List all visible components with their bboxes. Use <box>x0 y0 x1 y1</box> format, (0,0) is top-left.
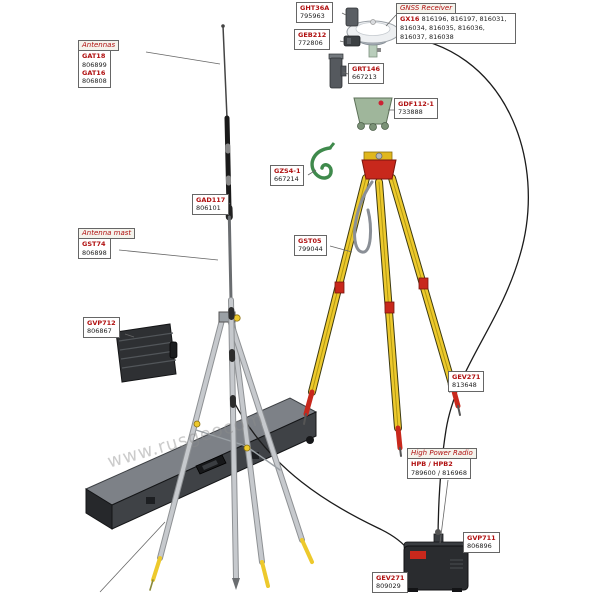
part-name: GZS4-1 <box>274 167 301 175</box>
part-number: 795963 <box>300 12 325 21</box>
center-tripod-drawing <box>149 311 314 591</box>
label-geb212-body: GEB212 772806 <box>294 29 331 50</box>
label-gev271-b-body: GEV271 809029 <box>372 572 409 593</box>
holder-drawing <box>345 7 359 27</box>
part-name: GVP711 <box>467 534 496 542</box>
part-name: GEB212 <box>298 31 327 39</box>
part-number: 806896 <box>467 542 492 551</box>
part-name: GDF112-1 <box>398 100 434 108</box>
label-gzs4-body: GZS4-1 667214 <box>270 165 305 186</box>
label-gad117-body: GAD117 806101 <box>192 194 230 215</box>
label-gnss-body: GX16 816196, 816197, 816031, 816034, 816… <box>396 13 516 45</box>
part-number: 809029 <box>376 582 401 591</box>
height-hook-drawing <box>310 142 336 180</box>
label-gev271-b: GEV271 809029 <box>372 572 409 593</box>
antenna-mast-drawing <box>221 24 240 590</box>
part-number: 733888 <box>398 108 423 117</box>
label-gad117: GAD117 806101 <box>192 194 230 215</box>
part-number: 772806 <box>298 39 323 48</box>
part-name: GEV271 <box>376 574 405 582</box>
part-name: GVP712 <box>87 319 116 327</box>
part-name: GRT146 <box>352 65 381 73</box>
label-ght36a: GHT36A 795963 <box>296 2 334 23</box>
label-gst05: GST05 799044 <box>294 235 327 256</box>
label-grt146: GRT146 667213 <box>348 63 385 84</box>
label-ght36a-body: GHT36A 795963 <box>296 2 334 23</box>
label-antenna-mast: Antenna mast GST74 806898 <box>78 228 136 259</box>
small-container-drawing <box>115 323 178 383</box>
label-antenna-mast-body: GST74 806898 <box>78 238 111 259</box>
part-name: GEV271 <box>452 373 481 381</box>
label-gnss-header: GNSS Receiver <box>396 3 457 15</box>
label-gev271-a-body: GEV271 813648 <box>448 371 485 392</box>
leader-lines <box>99 12 467 593</box>
part-number: 799044 <box>298 245 323 254</box>
label-high-power-radio: High Power Radio HPB / HPB2 789600 / 816… <box>407 448 477 479</box>
part-number: 667213 <box>352 73 377 82</box>
label-gdf112: GDF112-1 733888 <box>394 98 438 119</box>
part-name: GST05 <box>298 237 322 245</box>
label-gvp711-body: GVP711 806896 <box>463 532 500 553</box>
part-name: GAT16 <box>82 68 106 77</box>
label-high-power-radio-header: High Power Radio <box>407 448 477 460</box>
wooden-tripod-drawing <box>303 151 461 457</box>
part-number: 789600 / 816968 <box>411 468 467 477</box>
part-name: GAT18 <box>82 52 106 61</box>
part-name: GST74 <box>82 240 106 249</box>
label-antennas-header: Antennas <box>78 40 120 52</box>
transport-case-drawing <box>84 397 318 530</box>
label-gnss-receiver: GNSS Receiver GX16 816196, 816197, 81603… <box>396 3 516 45</box>
part-name: GX16 <box>400 15 420 24</box>
label-antennas-body: GAT18 806899 GAT16 806808 <box>78 50 111 88</box>
label-gzs4: GZS4-1 667214 <box>270 165 305 186</box>
part-number: 816196, 816197, 816031, 816034, 816035, … <box>400 15 507 42</box>
part-number: 806867 <box>87 327 112 336</box>
label-gvp712-body: GVP712 806867 <box>83 317 120 338</box>
part-number: 806898 <box>82 248 107 257</box>
part-number: 806899 <box>82 60 107 69</box>
label-gev271-a: GEV271 813648 <box>448 371 485 392</box>
label-antenna-mast-header: Antenna mast <box>78 228 136 240</box>
part-name: GHT36A <box>300 4 330 12</box>
part-number: 806808 <box>82 77 107 86</box>
part-number: 806101 <box>196 204 221 213</box>
tribrach-drawing <box>353 97 393 131</box>
label-geb212: GEB212 772806 <box>294 29 331 50</box>
label-gdf112-body: GDF112-1 733888 <box>394 98 438 119</box>
label-grt146-body: GRT146 667213 <box>348 63 385 84</box>
battery-drawing <box>343 35 361 47</box>
part-name: HPB / HPB2 <box>411 460 453 469</box>
label-high-power-radio-body: HPB / HPB2 789600 / 816968 <box>407 458 471 479</box>
radio-drawing <box>403 529 469 592</box>
part-number: 667214 <box>274 175 299 184</box>
part-number: 813648 <box>452 381 477 390</box>
part-name: GAD117 <box>196 196 226 204</box>
carrier-drawing <box>328 53 347 89</box>
label-gvp711: GVP711 806896 <box>463 532 500 553</box>
label-gst05-body: GST05 799044 <box>294 235 327 256</box>
label-gvp712: GVP712 806867 <box>83 317 120 338</box>
label-antennas: Antennas GAT18 806899 GAT16 806808 <box>78 40 120 88</box>
